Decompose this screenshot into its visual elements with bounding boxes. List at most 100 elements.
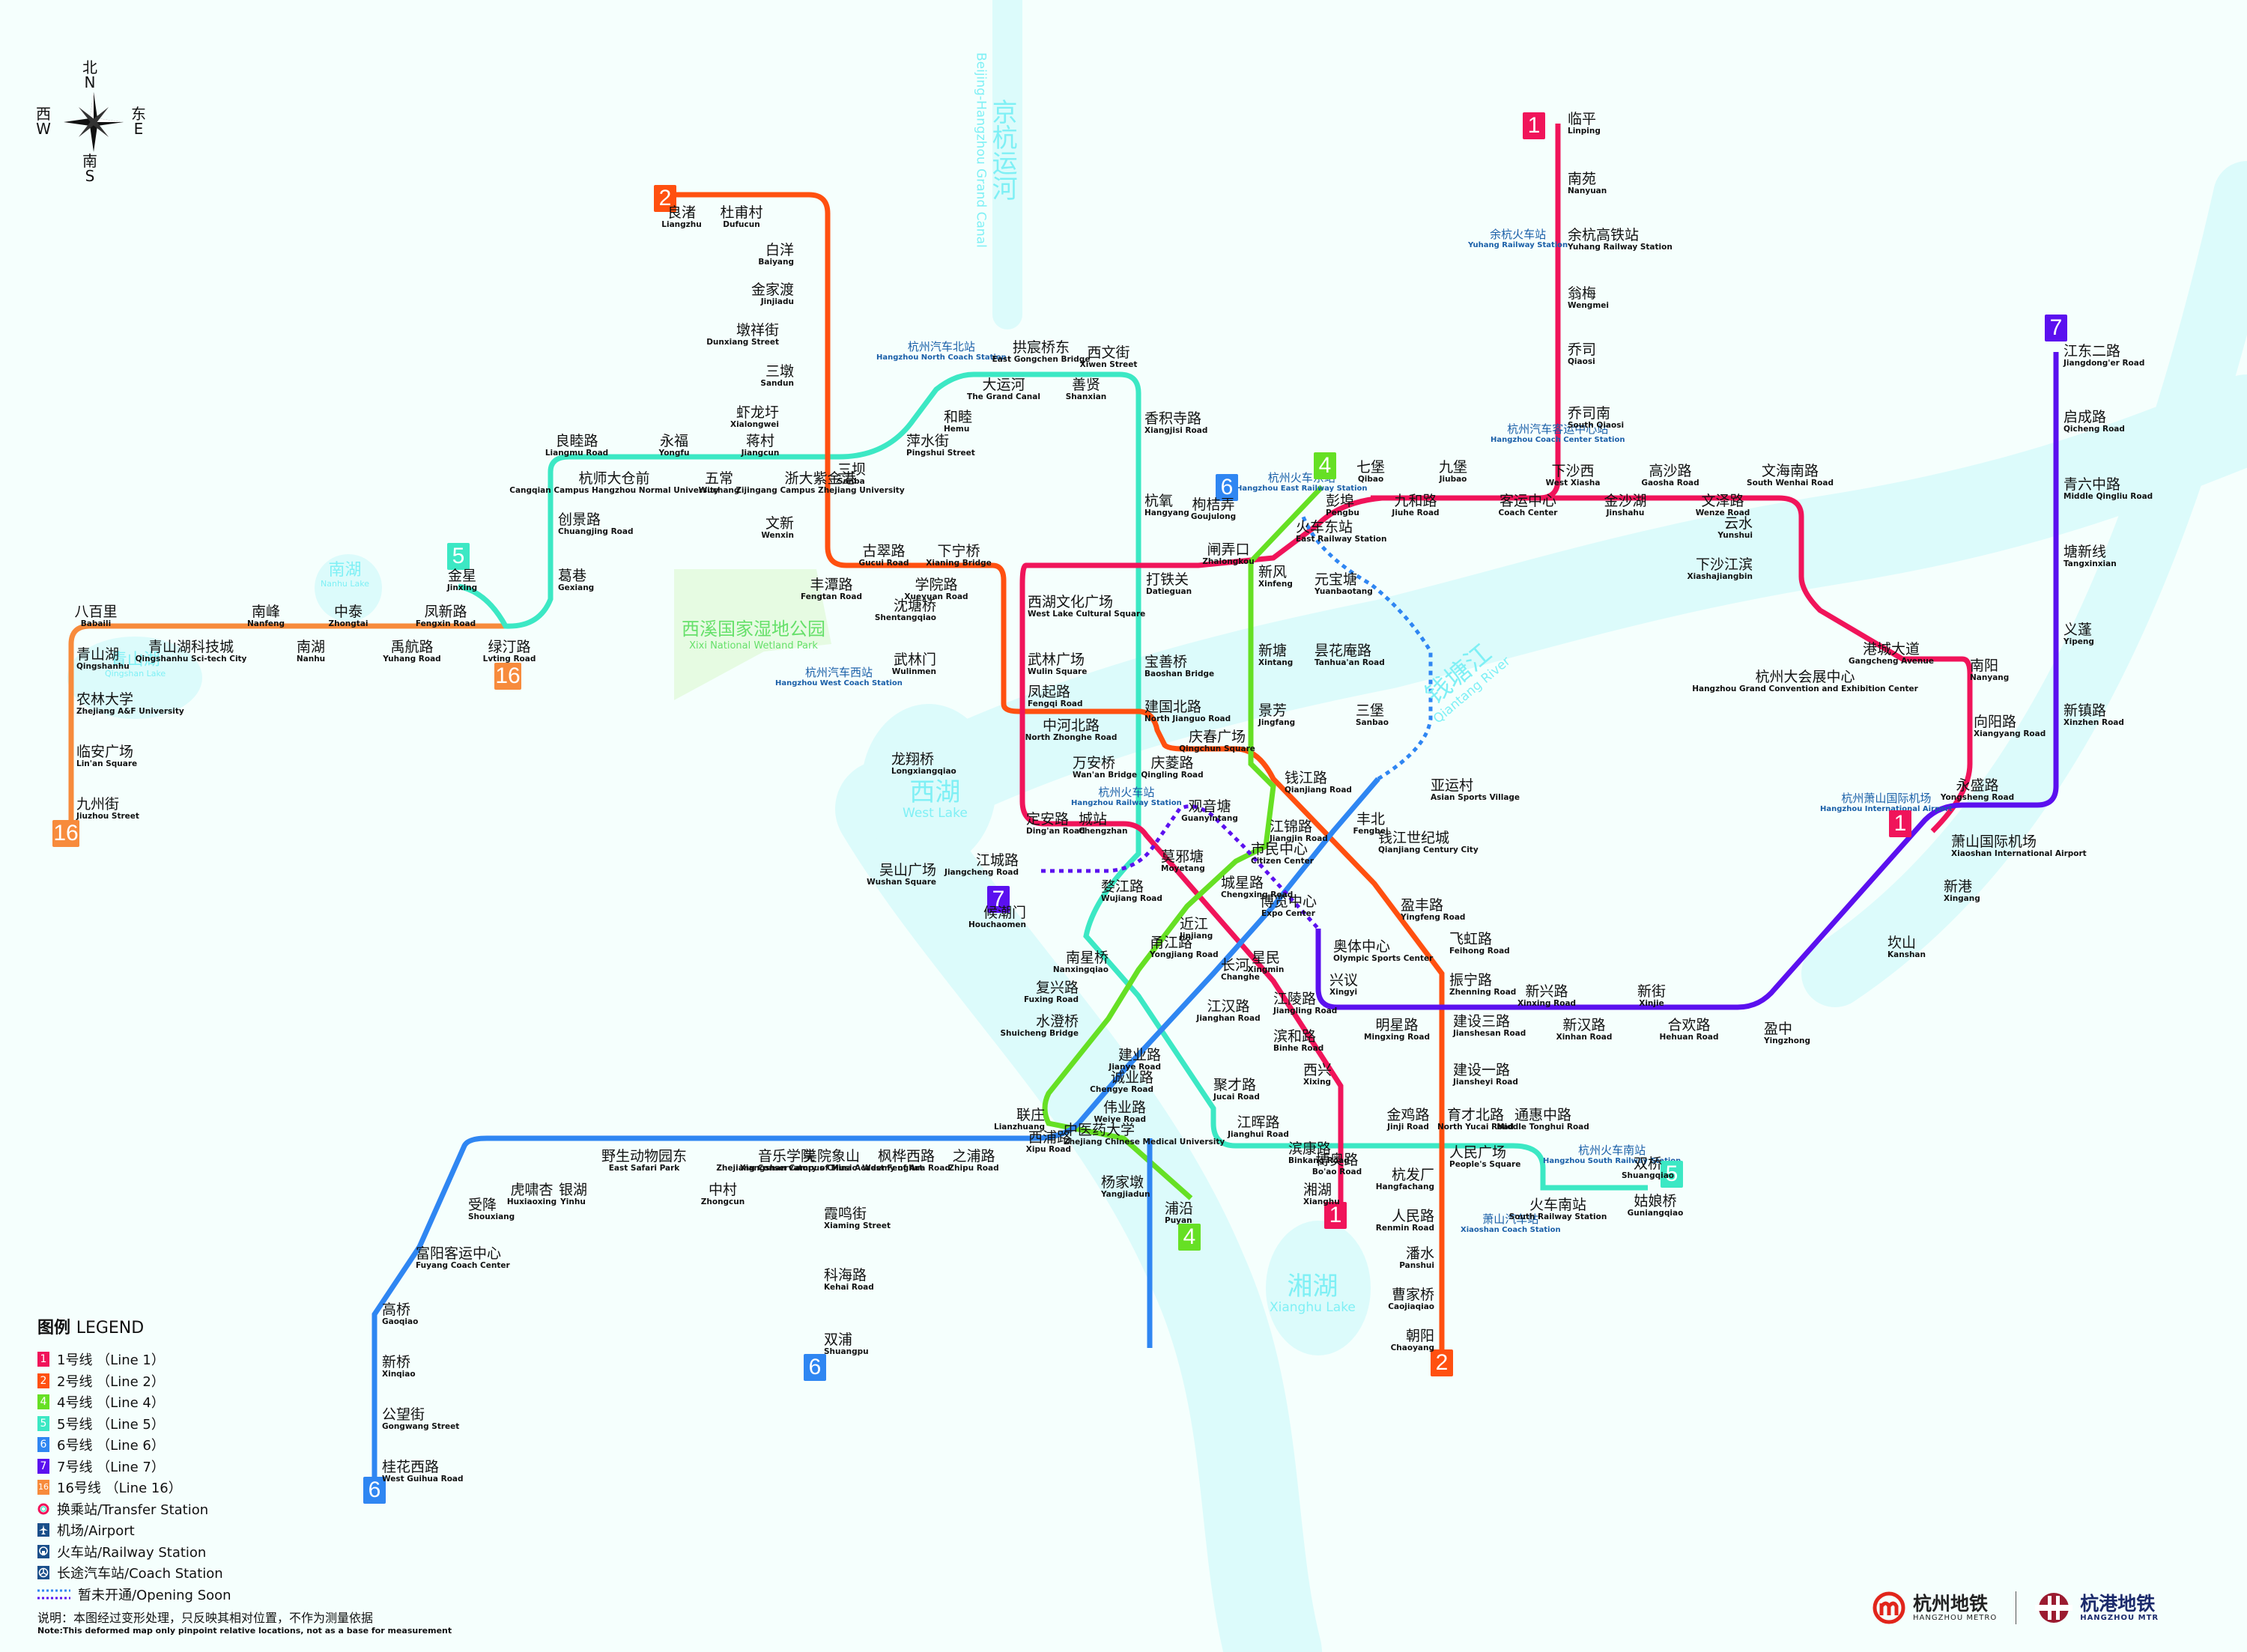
station-label[interactable]: 振宁路Zhenning Road	[1449, 973, 1516, 997]
station-label[interactable]: 文新Wenxin	[761, 516, 794, 540]
station-label[interactable]: 善贤Shanxian	[1066, 377, 1107, 401]
station-label[interactable]: 莫邪塘Moyetang	[1161, 849, 1205, 873]
station-label[interactable]: 美院象山Xiangshan Campus China Academy of Ar…	[740, 1149, 924, 1173]
station-label[interactable]: 青六中路Middle Qingliu Road	[2063, 477, 2153, 501]
station-label[interactable]: 婺江路Wujiang Road	[1101, 879, 1162, 903]
station-label[interactable]: 庆春广场Qingchun Square	[1179, 729, 1255, 753]
station-label[interactable]: 双浦Shuangpu	[824, 1332, 869, 1356]
station-label[interactable]: 青山湖Qingshanhu	[76, 647, 130, 671]
station-label[interactable]: 育才北路North Yucai Road	[1437, 1108, 1514, 1132]
station-label[interactable]: 星民Xingmin	[1248, 950, 1285, 974]
station-label[interactable]: 南苑Nanyuan	[1568, 171, 1607, 195]
station-label[interactable]: 和睦Hemu	[944, 410, 972, 434]
station-label[interactable]: 观音塘Guanyintang	[1181, 799, 1238, 823]
station-label[interactable]: 杭氧Hangyang	[1144, 494, 1189, 517]
station-label[interactable]: 杨家墩Yangjiadun	[1101, 1175, 1150, 1199]
station-label[interactable]: 创景路Chuangjing Road	[558, 512, 633, 536]
station-label[interactable]: 龙翔桥Longxiangqiao	[891, 752, 956, 776]
station-label[interactable]: 公望街Gongwang Street	[382, 1407, 459, 1431]
station-label[interactable]: 人民路Renmin Road	[1376, 1209, 1434, 1233]
station-label[interactable]: 江汉路Jianghan Road	[1196, 999, 1260, 1023]
station-label[interactable]: 伟业路Weiye Road	[1094, 1100, 1146, 1124]
station-label[interactable]: 塘新线Tangxinxian	[2063, 544, 2117, 568]
station-label[interactable]: 蒋村Jiangcun	[742, 434, 780, 458]
station-label[interactable]: 复兴路Fuxing Road	[1024, 980, 1079, 1004]
station-label[interactable]: 奥体中心Olympic Sports Center	[1333, 939, 1433, 963]
station-label[interactable]: 中河北路North Zhonghe Road	[1025, 718, 1118, 742]
station-label[interactable]: 西兴Xixing	[1303, 1063, 1332, 1087]
station-label[interactable]: 江陵路Jiangling Road	[1273, 991, 1337, 1015]
station-label[interactable]: 中泰Zhongtai	[329, 604, 369, 628]
station-label[interactable]: 凤起路Fengqi Road	[1028, 684, 1083, 708]
station-label[interactable]: 乔司南South Qiaosi	[1568, 406, 1624, 430]
station-label[interactable]: 坎山Kanshan	[1887, 935, 1926, 959]
station-label[interactable]: 中医药大学Zhejiang Chinese Medical University	[1064, 1123, 1225, 1147]
station-label[interactable]: 潘水Panshui	[1399, 1246, 1434, 1270]
station-label[interactable]: 萍水街Pingshui Street	[906, 434, 975, 458]
station-label[interactable]: 虎啸杏Huxiaoxing	[507, 1182, 557, 1206]
station-label[interactable]: 之浦路Zhipu Road	[948, 1149, 998, 1173]
station-label[interactable]: 新汉路Xinhan Road	[1556, 1018, 1613, 1042]
station-label[interactable]: 滨和路Binhe Road	[1273, 1029, 1323, 1053]
station-label[interactable]: 博奥路Bo'ao Road	[1312, 1153, 1362, 1176]
station-label[interactable]: 金鸡路Jinji Road	[1386, 1108, 1429, 1132]
station-label[interactable]: 江城路Jiangcheng Road	[944, 853, 1019, 877]
station-label[interactable]: 文海南路South Wenhai Road	[1747, 464, 1834, 488]
station-label[interactable]: 丰北Fengbei	[1353, 812, 1388, 836]
station-label[interactable]: 吴山广场Wushan Square	[867, 863, 936, 887]
station-label[interactable]: 盈中Yingzhong	[1764, 1021, 1810, 1045]
station-label[interactable]: 客运中心Coach Center	[1499, 494, 1558, 517]
station-label[interactable]: 永盛路Yongsheng Road	[1941, 778, 2014, 802]
station-label[interactable]: 虾龙圩Xialongwei	[730, 405, 779, 429]
station-label[interactable]: 昙花庵路Tanhua'an Road	[1314, 643, 1385, 667]
station-label[interactable]: 翁梅Wengmei	[1568, 286, 1609, 310]
station-label[interactable]: 墩祥街Dunxiang Street	[706, 323, 779, 347]
station-label[interactable]: 古翠路Gucui Road	[859, 544, 909, 568]
station-label[interactable]: 打铁关Datieguan	[1146, 572, 1192, 596]
station-label[interactable]: 下沙江滨Xiashajiangbin	[1687, 557, 1753, 581]
station-label[interactable]: 水澄桥Shuicheng Bridge	[1000, 1014, 1079, 1038]
station-label[interactable]: 朝阳Chaoyang	[1391, 1328, 1434, 1352]
station-label[interactable]: 建设一路Jiansheyi Road	[1453, 1063, 1518, 1087]
station-label[interactable]: 音乐学院Zhejiang Conservatory of Music	[716, 1149, 856, 1173]
station-label[interactable]: 武林广场Wulin Square	[1028, 652, 1087, 676]
station-label[interactable]: 乔司Qiaosi	[1568, 342, 1596, 366]
station-label[interactable]: 湘湖Xianghu	[1303, 1182, 1340, 1206]
station-label[interactable]: 合欢路Hehuan Road	[1660, 1018, 1719, 1042]
station-label[interactable]: 双桥Shuangqiao	[1622, 1156, 1674, 1180]
station-label[interactable]: 浙大紫金港Zijingang Campus Zhejiang Universit…	[736, 471, 904, 495]
station-label[interactable]: 余杭高铁站Yuhang Railway Station	[1568, 228, 1673, 252]
station-label[interactable]: 博览中心Expo Center	[1260, 894, 1317, 918]
station-label[interactable]: 市民中心Citizen Center	[1251, 842, 1314, 866]
station-label[interactable]: 文泽路Wenze Road	[1696, 494, 1750, 517]
station-label[interactable]: 丰潭路Fengtan Road	[801, 577, 862, 601]
station-label[interactable]: 受降Shouxiang	[468, 1197, 515, 1221]
station-label[interactable]: 庆菱路Qingling Road	[1141, 756, 1203, 780]
station-label[interactable]: 城站Chengzhan	[1079, 812, 1127, 836]
station-label[interactable]: 大运河The Grand Canal	[967, 377, 1040, 401]
station-label[interactable]: 曹家桥Caojiaqiao	[1388, 1287, 1434, 1311]
station-label[interactable]: 江东二路Jiangdong'er Road	[2063, 344, 2144, 368]
station-label[interactable]: 杭师大仓前Cangqian Campus Hangzhou Normal Uni…	[509, 471, 718, 495]
station-label[interactable]: 良渚Liangzhu	[661, 205, 701, 229]
station-label[interactable]: 金沙湖Jinshahu	[1604, 494, 1646, 517]
station-label[interactable]: 杭州大会展中心Hangzhou Grand Convention and Exh…	[1692, 669, 1918, 693]
station-label[interactable]: 近江Jinjiang	[1180, 917, 1213, 941]
station-label[interactable]: 兴议Xingyi	[1329, 973, 1358, 997]
station-label[interactable]: 万安桥Wan'an Bridge	[1073, 756, 1137, 780]
station-label[interactable]: 桂花西路West Guihua Road	[382, 1460, 464, 1484]
station-label[interactable]: 九堡Jiubao	[1439, 460, 1467, 484]
station-label[interactable]: 枸桔弄Goujulong	[1191, 497, 1236, 521]
station-label[interactable]: 武林门Wulinmen	[892, 652, 936, 676]
station-label[interactable]: 建国北路North Jianguo Road	[1144, 699, 1231, 723]
station-label[interactable]: 江晖路Jianghui Road	[1228, 1115, 1289, 1139]
station-label[interactable]: 金星Jinxing	[447, 568, 477, 592]
station-label[interactable]: 香积寺路Xiangjisi Road	[1144, 411, 1207, 435]
station-label[interactable]: 下宁桥Xianing Bridge	[926, 544, 991, 568]
station-label[interactable]: 新桥Xinqiao	[382, 1355, 416, 1379]
station-label[interactable]: 禹航路Yuhang Road	[383, 640, 440, 663]
station-label[interactable]: 新街Xinjie	[1637, 984, 1666, 1008]
station-label[interactable]: 新风Xinfeng	[1258, 565, 1293, 589]
station-label[interactable]: 元宝塘Yuanbaotang	[1314, 572, 1373, 596]
station-label[interactable]: 江锦路Jiangjin Road	[1270, 819, 1328, 843]
